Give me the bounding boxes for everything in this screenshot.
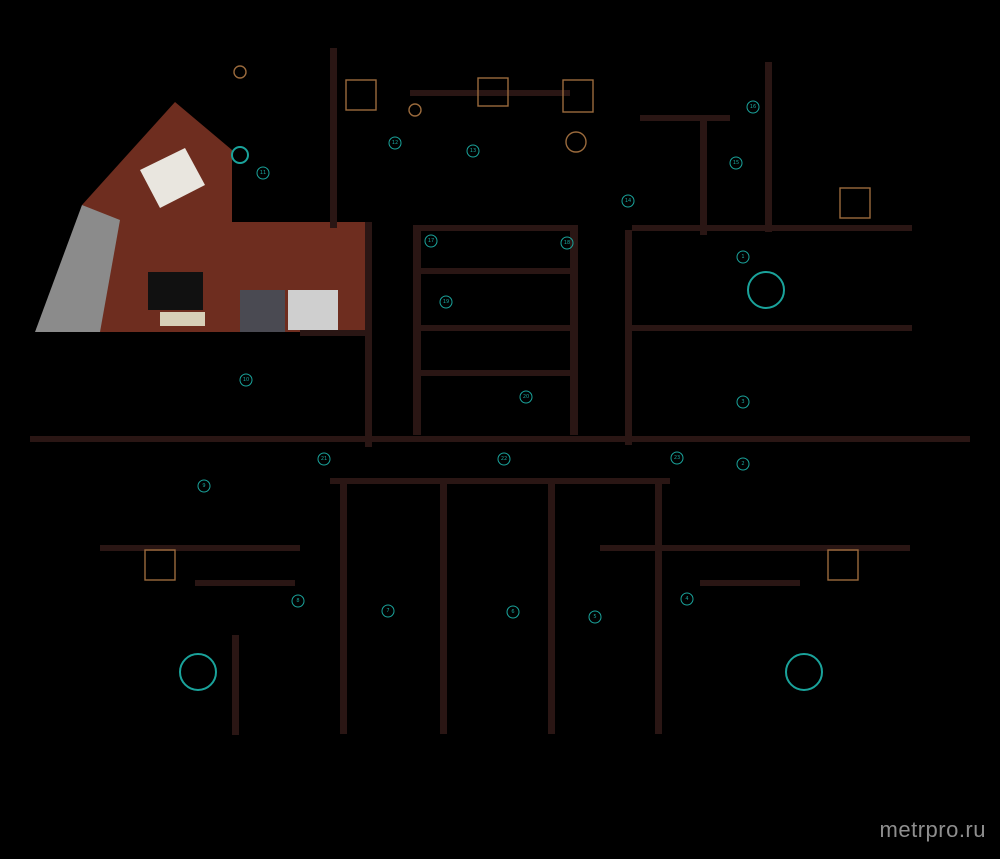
unit-marker[interactable]: 17 xyxy=(424,234,438,248)
unit-marker[interactable]: 5 xyxy=(588,610,602,624)
svg-text:23: 23 xyxy=(674,455,680,461)
svg-text:19: 19 xyxy=(443,299,449,305)
unit-marker[interactable]: 16 xyxy=(746,100,760,114)
svg-text:20: 20 xyxy=(523,394,529,400)
rug xyxy=(148,272,203,310)
svg-text:13: 13 xyxy=(470,148,476,154)
unit-marker[interactable]: 22 xyxy=(497,452,511,466)
unit-marker[interactable]: 7 xyxy=(381,604,395,618)
unit-marker[interactable]: 8 xyxy=(291,594,305,608)
unit-marker[interactable]: 1 xyxy=(736,250,750,264)
dining-tables xyxy=(179,146,823,691)
svg-text:6: 6 xyxy=(511,609,514,615)
bed xyxy=(140,148,205,208)
sofa xyxy=(160,312,205,326)
svg-text:14: 14 xyxy=(625,198,631,204)
unit-marker[interactable]: 19 xyxy=(439,295,453,309)
svg-text:17: 17 xyxy=(428,238,434,244)
unit-markers: 1 2 3 4 5 6 7 8 9 10 11 12 13 14 15 16 1… xyxy=(197,100,760,624)
svg-text:10: 10 xyxy=(243,377,249,383)
unit-marker[interactable]: 23 xyxy=(670,451,684,465)
svg-text:21: 21 xyxy=(321,456,327,462)
bathroom xyxy=(288,290,338,330)
unit-marker[interactable]: 9 xyxy=(197,479,211,493)
unit-marker[interactable]: 2 xyxy=(736,457,750,471)
unit-marker[interactable]: 12 xyxy=(388,136,402,150)
unit-marker[interactable]: 3 xyxy=(736,395,750,409)
highlighted-apartment[interactable] xyxy=(35,102,365,332)
unit-marker[interactable]: 14 xyxy=(621,194,635,208)
svg-text:7: 7 xyxy=(386,608,389,614)
svg-text:16: 16 xyxy=(750,104,756,110)
svg-text:1: 1 xyxy=(741,254,744,260)
watermark: metrpro.ru xyxy=(879,817,986,842)
unit-marker[interactable]: 13 xyxy=(466,144,480,158)
balcony xyxy=(35,205,120,332)
kitchen-counter xyxy=(240,290,285,332)
walls xyxy=(30,48,970,735)
svg-text:18: 18 xyxy=(564,240,570,246)
svg-text:2: 2 xyxy=(741,461,744,467)
unit-marker[interactable]: 6 xyxy=(506,605,520,619)
svg-text:8: 8 xyxy=(296,598,299,604)
unit-marker[interactable]: 20 xyxy=(519,390,533,404)
furniture xyxy=(144,65,871,581)
svg-text:9: 9 xyxy=(202,483,205,489)
svg-text:3: 3 xyxy=(741,399,744,405)
svg-text:11: 11 xyxy=(260,170,266,176)
unit-marker[interactable]: 18 xyxy=(560,236,574,250)
unit-marker[interactable]: 21 xyxy=(317,452,331,466)
svg-text:22: 22 xyxy=(501,456,507,462)
unit-marker[interactable]: 4 xyxy=(680,592,694,606)
svg-text:12: 12 xyxy=(392,140,398,146)
svg-text:15: 15 xyxy=(733,160,739,166)
svg-text:5: 5 xyxy=(593,614,596,620)
unit-marker[interactable]: 11 xyxy=(256,166,270,180)
unit-marker[interactable]: 10 xyxy=(239,373,253,387)
unit-marker[interactable]: 15 xyxy=(729,156,743,170)
svg-text:4: 4 xyxy=(685,596,688,602)
